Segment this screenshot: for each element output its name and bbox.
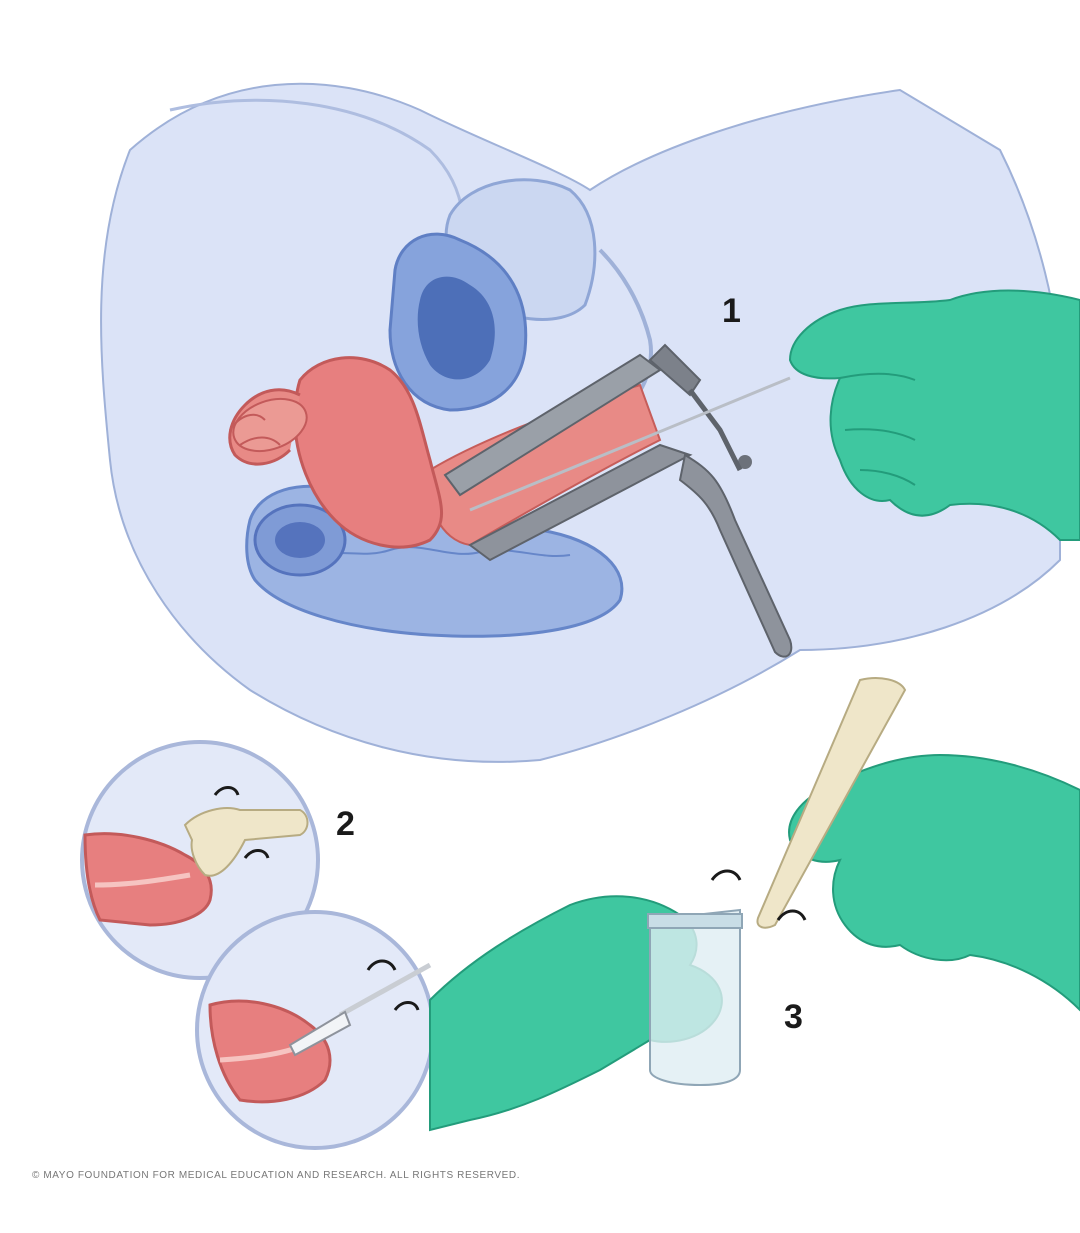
cervix-brush-circle xyxy=(195,910,435,1150)
glove-finger-lines xyxy=(839,372,916,486)
speculum-rod xyxy=(688,388,743,472)
step-2-label: 2 xyxy=(336,805,355,843)
cervix-spatula-circle xyxy=(80,740,320,980)
spatula-icon xyxy=(756,677,907,929)
rotation-arrow-icon xyxy=(710,869,742,881)
cervical-brush-icon xyxy=(288,962,432,1057)
speculum-lower-blade xyxy=(468,443,693,562)
glove-lower-right xyxy=(788,753,1080,1012)
rectum-lumen xyxy=(417,276,495,380)
copyright-notice: © MAYO FOUNDATION FOR MEDICAL EDUCATION … xyxy=(32,1170,521,1181)
vial-hands xyxy=(429,677,1080,1132)
brush-handle xyxy=(338,962,432,1018)
speculum-icon xyxy=(443,343,793,658)
rotation-arrow-icon xyxy=(213,786,240,796)
cervical-canal-upper xyxy=(94,872,191,888)
ovary xyxy=(232,397,308,453)
brush-bristles xyxy=(288,1010,352,1057)
rotation-arrow-icon xyxy=(366,959,397,971)
rotation-arrow-icon xyxy=(393,1001,420,1011)
step-1-label: 1 xyxy=(722,292,741,330)
speculum-screw xyxy=(738,455,752,469)
gloved-hand-icon xyxy=(788,289,1080,541)
cervix-tissue-lower xyxy=(208,999,332,1104)
spatula-icon xyxy=(183,807,309,877)
rotation-arrow-icon xyxy=(243,849,270,859)
fimbriae xyxy=(229,413,281,446)
bowel-loop-inner xyxy=(275,522,325,558)
speculum-thumb-lever xyxy=(648,343,702,397)
rotation-arrow-icon xyxy=(776,909,807,921)
swab-stick xyxy=(469,376,791,512)
vaginal-canal xyxy=(428,383,662,547)
vial-cap-rim xyxy=(647,913,743,929)
step-3-label: 3 xyxy=(784,998,803,1036)
speculum-handle xyxy=(678,453,793,658)
bowel-folds xyxy=(299,546,571,561)
glove-top-right xyxy=(788,289,1080,541)
specimen-vial-icon xyxy=(649,908,741,1087)
pelvic-cross-section xyxy=(100,82,1061,763)
